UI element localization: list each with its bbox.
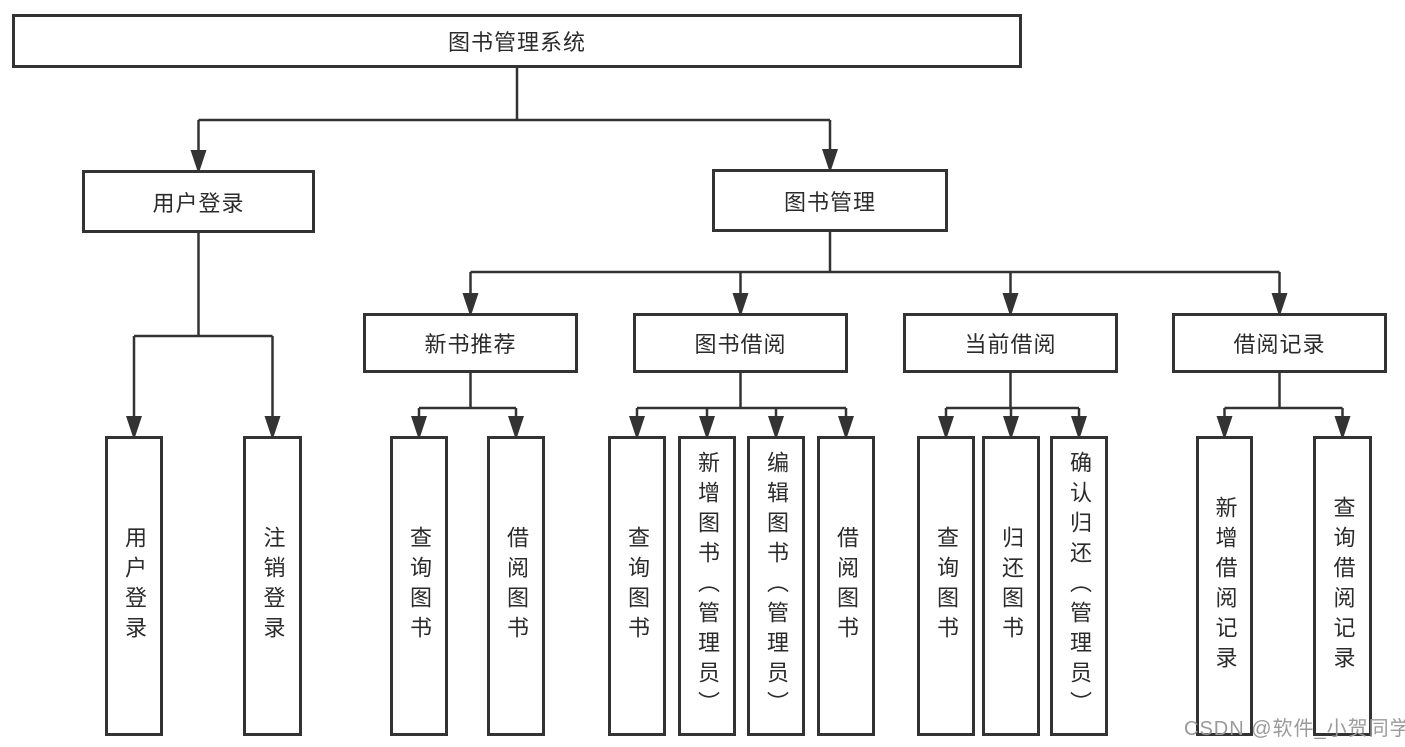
node-br-add: 新增借阅记录 [1196, 436, 1253, 736]
arrowhead-icon [1271, 293, 1288, 317]
node-new-book-rec: 新书推荐 [363, 313, 578, 373]
arrowhead-icon [508, 416, 524, 440]
node-book-borrow: 图书借阅 [633, 313, 848, 373]
arrowhead-icon [732, 293, 749, 317]
node-nbr-borrow: 借阅图书 [487, 436, 545, 736]
arrowhead-icon [699, 416, 715, 440]
arrowhead-icon [1002, 293, 1019, 317]
arrowhead-icon [190, 150, 207, 174]
arrowhead-icon [1216, 416, 1233, 440]
arrowhead-icon [768, 416, 784, 440]
node-borrow-records: 借阅记录 [1172, 313, 1387, 373]
node-br-query: 查询借阅记录 [1313, 436, 1372, 736]
arrowhead-icon [1334, 416, 1351, 440]
node-login: 用户登录 [105, 436, 163, 736]
node-root: 图书管理系统 [12, 14, 1022, 68]
arrowhead-icon [938, 416, 954, 440]
node-cb-query: 查询图书 [917, 436, 975, 736]
arrowhead-icon [264, 416, 281, 440]
node-cb-return: 归还图书 [982, 436, 1040, 736]
arrowhead-icon [411, 416, 427, 440]
node-bb-query: 查询图书 [608, 436, 666, 736]
node-book-mgmt: 图书管理 [712, 169, 948, 232]
arrowhead-icon [629, 416, 645, 440]
arrowhead-icon [1071, 416, 1087, 440]
arrowhead-icon [462, 293, 479, 317]
node-user-login: 用户登录 [82, 170, 315, 233]
node-bb-edit: 编辑图书（管理员） [747, 436, 805, 736]
arrowhead-icon [126, 416, 142, 440]
arrowhead-icon [838, 416, 854, 440]
node-current-borrow: 当前借阅 [903, 313, 1118, 373]
watermark-text: CSDN @软件_小贺同学 [1184, 718, 1405, 740]
node-bb-add: 新增图书（管理员） [678, 436, 736, 736]
arrowhead-icon [1003, 416, 1019, 440]
node-nbr-query: 查询图书 [390, 436, 448, 736]
node-logout: 注销登录 [243, 436, 302, 736]
arrowhead-icon [822, 149, 838, 173]
node-bb-borrow: 借阅图书 [817, 436, 875, 736]
node-cb-confirm: 确认归还（管理员） [1050, 436, 1108, 736]
